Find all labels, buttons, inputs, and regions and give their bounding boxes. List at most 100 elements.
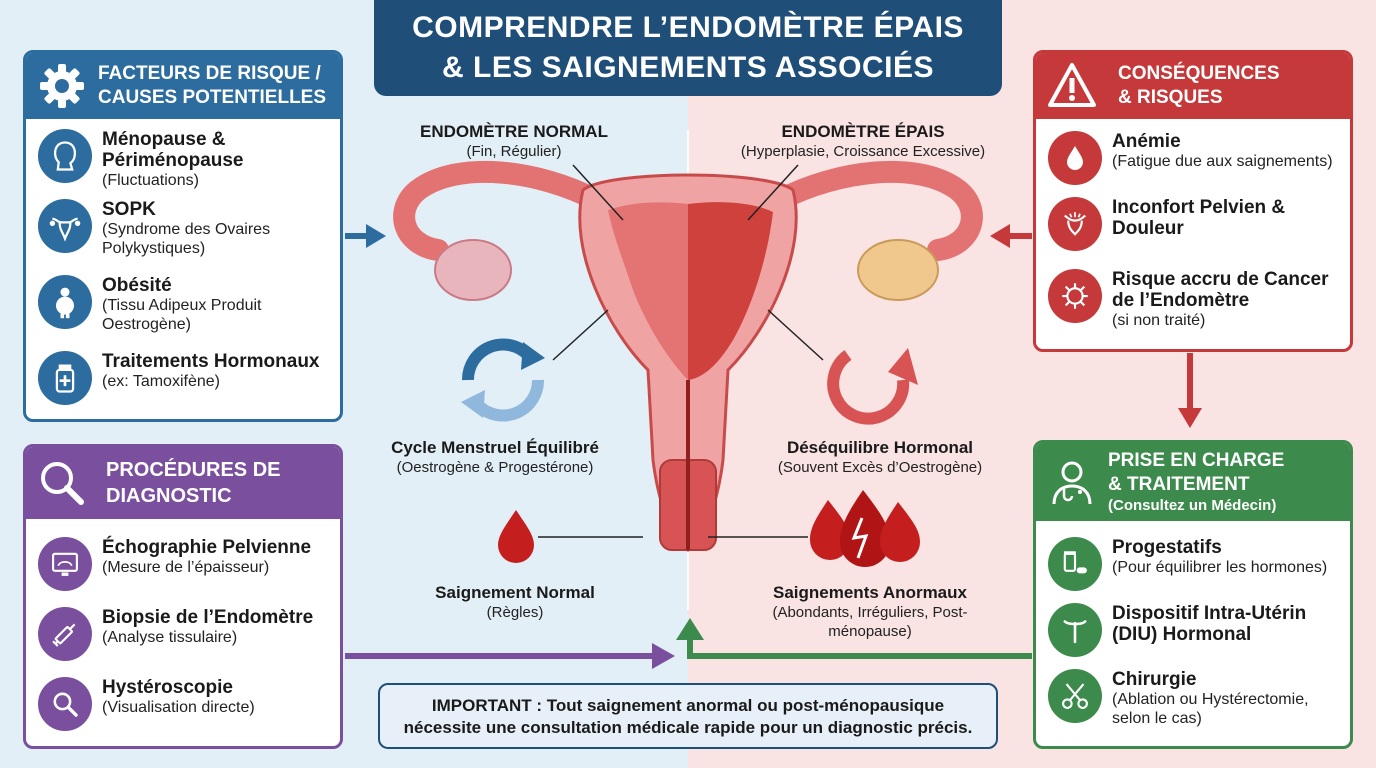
risk-item-sub: (Fluctuations) (102, 172, 199, 189)
left-ovary (434, 239, 512, 301)
pill-bottle-icon (38, 351, 92, 405)
diag-item-sub: (Visualisation directe) (102, 699, 255, 716)
consequences-heading-2: & RISQUES (1118, 87, 1223, 108)
risk-item-title: Obésité (102, 275, 172, 296)
treat-item-sub: (Ablation ou Hystérectomie, selon le cas… (1112, 691, 1309, 727)
imbalance-arrow-icon (827, 348, 918, 425)
cell-icon (1048, 269, 1102, 323)
risk-factors-panel: FACTEURS DE RISQUE / CAUSES POTENTIELLES… (23, 50, 343, 422)
pointer-normal (572, 164, 624, 221)
iud-icon (1048, 603, 1102, 657)
cons-item-title: Anémie (1112, 131, 1181, 152)
normal-endometrium (608, 202, 688, 380)
warning-icon (1048, 63, 1096, 107)
treatment-heading-1: PRISE EN CHARGE (1108, 450, 1285, 471)
title-line-2: & LES SAIGNEMENTS ASSOCIÉS (442, 51, 934, 84)
arrowhead-treatment (1178, 408, 1202, 428)
important-line-2: nécessite une consultation médicale rapi… (403, 718, 973, 737)
risk-item-sub: (Syndrome des Ovaires Polykystiques) (102, 221, 271, 257)
cons-item-cancer: Risque accru de Cancer de l’Endomètre (s… (1048, 269, 1338, 339)
label-thick-endometrium: ENDOMÈTRE ÉPAIS (Hyperplasie, Croissance… (740, 122, 986, 160)
right-fallopian-tube (769, 160, 983, 261)
diag-item-sub: (Mesure de l’épaisseur) (102, 559, 270, 576)
woman-head-icon (38, 129, 92, 183)
risk-item-menopause: Ménopause & Périménopause (Fluctuations) (38, 129, 328, 199)
risk-factors-header: FACTEURS DE RISQUE / CAUSES POTENTIELLES (26, 53, 340, 119)
cons-item-sub: (Fatigue due aux saignements) (1112, 153, 1333, 170)
arrowhead-treatment-center (676, 618, 704, 640)
diag-item-echography: Échographie Pelvienne (Mesure de l’épais… (38, 537, 328, 607)
label-normal-bleeding: Saignement Normal (Règles) (435, 583, 595, 621)
diagnostic-heading-2: DIAGNOSTIC (106, 485, 232, 507)
uterus-icon (38, 199, 92, 253)
risk-item-sub: (Tissu Adipeux Produit Oestrogène) (102, 297, 262, 333)
uterus-illustration (393, 130, 983, 610)
body-icon (38, 275, 92, 329)
risk-item-sub: (ex: Tamoxifène) (102, 373, 220, 390)
risk-factors-heading-1: FACTEURS DE RISQUE / (98, 63, 321, 84)
thick-endometrium (688, 202, 773, 380)
risk-item-title: Traitements Hormonaux (102, 351, 320, 372)
blood-drop-icon (1048, 131, 1102, 185)
pills-icon (1048, 537, 1102, 591)
ultrasound-icon (38, 537, 92, 591)
label-abnormal-bleeding: Saignements Anormaux (Abondants, Irrégul… (772, 583, 968, 640)
magnifier-icon (41, 462, 84, 505)
treat-item-title: Chirurgie (1112, 669, 1197, 690)
treat-item-surgery: Chirurgie (Ablation ou Hystérectomie, se… (1048, 669, 1338, 739)
cons-item-title: Risque accru de Cancer de l’Endomètre (1112, 269, 1329, 311)
label-cycle: Cycle Menstruel Équilibré (Oestrogène & … (391, 438, 599, 476)
risk-factors-heading-2: CAUSES POTENTIELLES (98, 87, 327, 108)
cons-item-pain: Inconfort Pelvien & Douleur (1048, 197, 1338, 269)
diag-item-hysteroscopy: Hystéroscopie (Visualisation directe) (38, 677, 328, 737)
diag-item-title: Échographie Pelvienne (102, 537, 312, 558)
risk-item-title: SOPK (102, 199, 156, 220)
diag-item-title: Biopsie de l’Endomètre (102, 607, 314, 628)
pointer-cycle (552, 309, 609, 361)
cons-item-title: Inconfort Pelvien & Douleur (1112, 197, 1286, 239)
pointer-imbalance (767, 309, 824, 361)
consequences-panel: CONSÉQUENCES & RISQUES Anémie (Fatigue d… (1033, 50, 1353, 352)
title-line-1: COMPRENDRE L’ENDOMÈTRE ÉPAIS (412, 11, 964, 44)
important-line-1: IMPORTANT : Tout saignement anormal ou p… (431, 696, 945, 715)
abnormal-blood-drops-icon (810, 490, 920, 567)
normal-blood-drop-icon (498, 510, 534, 563)
risk-item-sopk: SOPK (Syndrome des Ovaires Polykystiques… (38, 199, 328, 275)
diagnostic-panel: PROCÉDURES DE DIAGNOSTIC Échographie Pel… (23, 444, 343, 749)
right-ovary (857, 239, 939, 301)
cons-item-anemia: Anémie (Fatigue due aux saignements) (1048, 131, 1338, 197)
cycle-arrows-icon (461, 338, 545, 422)
treatment-heading-2: & TRAITEMENT (1108, 474, 1250, 495)
cons-item-sub: (si non traité) (1112, 312, 1206, 329)
doctor-icon (1052, 461, 1092, 505)
page-title: COMPRENDRE L’ENDOMÈTRE ÉPAIS & LES SAIGN… (374, 0, 1002, 96)
risk-item-hormonal: Traitements Hormonaux (ex: Tamoxifène) (38, 351, 328, 411)
treatment-heading-sub: (Consultez un Médecin) (1108, 497, 1277, 514)
diagnostic-header: PROCÉDURES DE DIAGNOSTIC (26, 447, 340, 519)
risk-item-title: Ménopause & Périménopause (102, 129, 244, 171)
diag-item-sub: (Analyse tissulaire) (102, 629, 238, 646)
gear-icon (40, 64, 84, 108)
diag-item-title: Hystéroscopie (102, 677, 233, 698)
treatment-header: PRISE EN CHARGE & TRAITEMENT (Consultez … (1036, 443, 1350, 521)
pointer-thick (747, 164, 799, 221)
scissors-icon (1048, 669, 1102, 723)
magnifier-icon (38, 677, 92, 731)
treatment-panel: PRISE EN CHARGE & TRAITEMENT (Consultez … (1033, 440, 1353, 749)
diag-item-biopsy: Biopsie de l’Endomètre (Analyse tissulai… (38, 607, 328, 677)
treat-item-sub: (Pour équilibrer les hormones) (1112, 559, 1328, 576)
pelvis-pain-icon (1048, 197, 1102, 251)
left-fallopian-tube (393, 160, 607, 261)
consequences-heading-1: CONSÉQUENCES (1118, 63, 1280, 84)
diagnostic-heading-1: PROCÉDURES DE (106, 459, 281, 481)
treat-item-iud: Dispositif Intra-Utérin (DIU) Hormonal (1048, 603, 1338, 669)
arrow-treatment-to-center (687, 640, 1032, 659)
label-imbalance: Déséquilibre Hormonal (Souvent Excès d’O… (777, 438, 983, 476)
treat-item-title: Dispositif Intra-Utérin (DIU) Hormonal (1112, 603, 1307, 645)
important-note: IMPORTANT : Tout saignement anormal ou p… (378, 683, 998, 749)
label-normal-endometrium: ENDOMÈTRE NORMAL (Fin, Régulier) (420, 122, 608, 160)
risk-item-obesity: Obésité (Tissu Adipeux Produit Oestrogèn… (38, 275, 328, 351)
consequences-header: CONSÉQUENCES & RISQUES (1036, 53, 1350, 119)
treat-item-title: Progestatifs (1112, 537, 1222, 558)
treat-item-progestatifs: Progestatifs (Pour équilibrer les hormon… (1048, 537, 1338, 603)
